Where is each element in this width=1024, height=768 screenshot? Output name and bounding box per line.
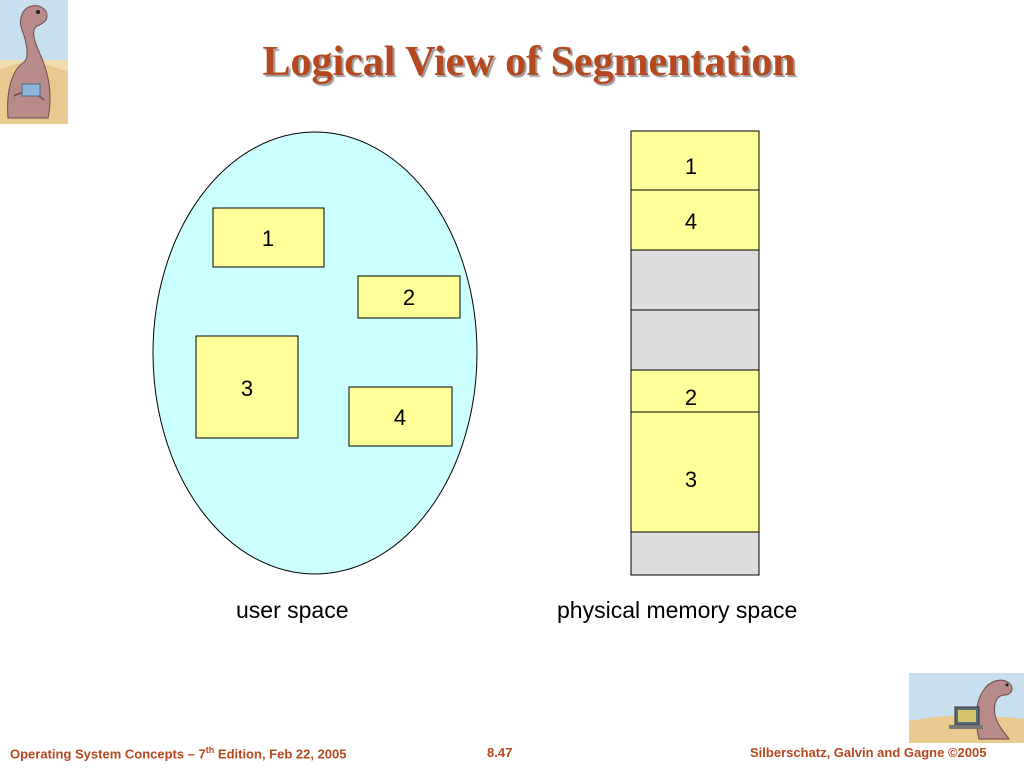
memory-block-4 <box>630 189 760 251</box>
memory-block-3 <box>630 411 760 533</box>
memory-block-1-label: 1 <box>685 154 697 179</box>
page-title: Logical View of Segmentation <box>262 39 796 85</box>
user-segment-2-label: 2 <box>403 285 415 310</box>
user-segment-4 <box>348 386 453 447</box>
dinosaur-laptop-logo-icon <box>909 673 1024 743</box>
memory-free-block <box>630 309 760 371</box>
memory-free-block <box>630 531 760 576</box>
footer-book-title: Operating System Concepts – 7 <box>10 746 206 762</box>
footer-book-edition: Operating System Concepts – 7th Edition,… <box>10 745 347 761</box>
memory-block-4-label: 4 <box>685 209 697 234</box>
footer-copyright: Silberschatz, Galvin and Gagne ©2005 <box>750 745 987 760</box>
memory-block-1 <box>630 130 760 191</box>
user-space-caption: user space <box>236 597 349 623</box>
user-segment-3 <box>195 335 299 439</box>
user-segment-1-label: 1 <box>262 226 274 251</box>
user-segment-3-label: 3 <box>241 376 253 401</box>
footer-edition-suffix: th <box>205 745 215 755</box>
dinosaur-logo-icon <box>0 0 68 124</box>
physical-memory-caption: physical memory space <box>557 597 798 623</box>
memory-block-2-label: 2 <box>685 385 697 410</box>
memory-free-block <box>630 249 760 311</box>
memory-block-3-label: 3 <box>685 467 697 492</box>
user-segment-1 <box>212 207 325 268</box>
memory-block-2 <box>630 369 760 413</box>
user-segment-2 <box>357 275 461 319</box>
footer-page-number: 8.47 <box>487 745 513 760</box>
footer-edition-date: Edition, Feb 22, 2005 <box>214 746 347 762</box>
user-segment-4-label: 4 <box>394 405 406 430</box>
